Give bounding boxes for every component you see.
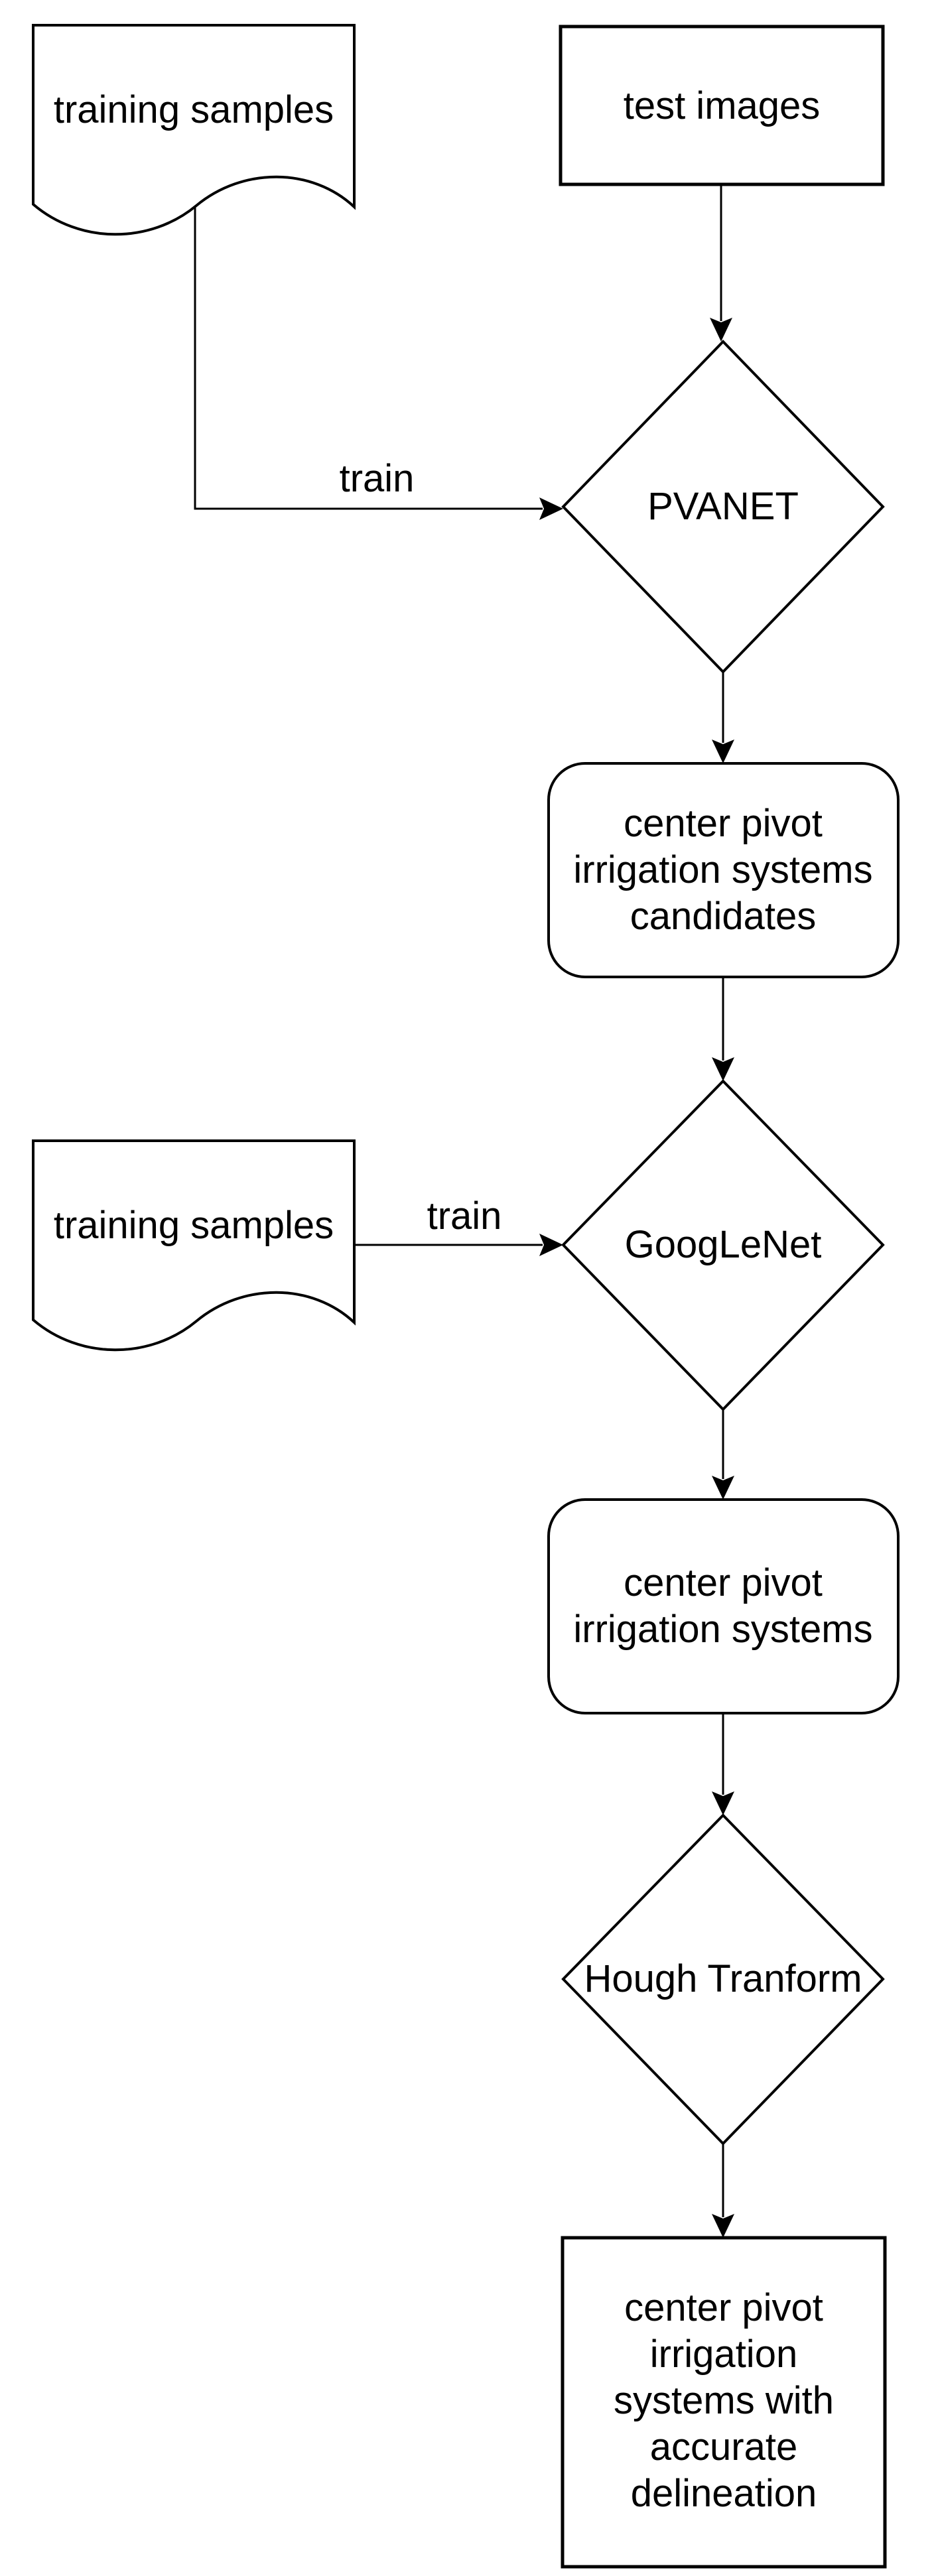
arrow-cpis-to-hough: [712, 1713, 734, 1815]
node-label-training-samples-1: training samples: [53, 88, 334, 131]
arrow-candidates-to-googlenet: [712, 977, 734, 1081]
arrowhead-down-icon: [710, 318, 732, 342]
node-label-cpis: center pivot irrigation systems: [573, 1561, 873, 1651]
node-label-test-images: test images: [623, 84, 821, 127]
document-shape-training-samples-1: [32, 24, 356, 236]
rectangle-shape-test-images: [559, 25, 885, 186]
node-label-training-samples-2: training samples: [53, 1204, 334, 1247]
rectangle-shape-cpis-delineation: [561, 2236, 887, 2569]
node-label-googlenet: GoogLeNet: [624, 1223, 822, 1266]
arrowhead-down-icon: [712, 1057, 734, 1081]
arrowhead-down-icon: [712, 2214, 734, 2238]
arrow-doc2-to-googlenet: [354, 1234, 563, 1256]
node-label-hough-transform: Hough Tranform: [584, 1957, 862, 2000]
arrow-hough-to-final: [712, 2144, 734, 2238]
edge-label-train-2: train: [423, 1196, 506, 1237]
arrowhead-right-icon: [539, 497, 563, 520]
arrow-doc1-to-pvanet: [194, 206, 563, 520]
node-label-cpis-candidates: center pivot irrigation systems candidat…: [573, 802, 873, 938]
arrow-pvanet-to-candidates: [712, 672, 734, 763]
arrow-googlenet-to-cpis: [712, 1409, 734, 1500]
arrowhead-down-icon: [712, 1476, 734, 1500]
document-shape-training-samples-2: [32, 1139, 356, 1352]
node-label-pvanet: PVANET: [647, 485, 799, 528]
arrow-testimages-to-pvanet: [710, 186, 732, 342]
edge-label-train-1: train: [335, 458, 419, 499]
arrowhead-down-icon: [712, 1791, 734, 1815]
arrowhead-right-icon: [539, 1234, 563, 1256]
node-label-cpis-delineation: center pivot irrigation systems with acc…: [614, 2286, 834, 2515]
arrowhead-down-icon: [712, 740, 734, 763]
